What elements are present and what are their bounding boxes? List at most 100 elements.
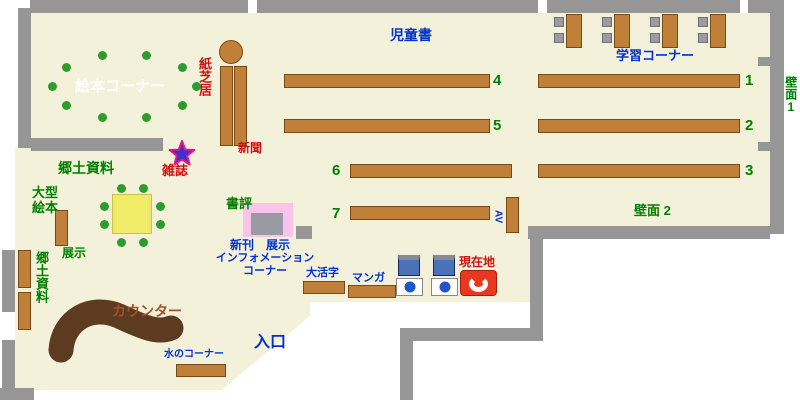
wall-segment xyxy=(31,138,163,151)
wall-segment xyxy=(2,340,15,388)
label-local-materials-top: 郷土資料 xyxy=(58,160,114,176)
reading-table xyxy=(112,194,152,234)
shelf-row-1 xyxy=(538,74,740,88)
counter-desk-shape xyxy=(48,299,184,363)
wall-segment xyxy=(758,142,770,151)
wall-segment xyxy=(0,388,34,400)
seat-dot xyxy=(62,101,71,110)
wall-segment xyxy=(547,0,740,13)
label-picture-book-corner: 絵本コーナー xyxy=(74,78,165,95)
current-location-arc-icon xyxy=(469,276,488,292)
seat-dot xyxy=(156,220,165,229)
label-new-books-display: 新刊 展示 xyxy=(230,238,291,252)
label-wall-2: 壁面 2 xyxy=(634,203,671,218)
copy-machine-dial xyxy=(439,281,450,293)
seat-dot xyxy=(156,202,165,211)
shelf-row-6 xyxy=(350,164,512,178)
copy-machine xyxy=(431,278,458,296)
seat-dot xyxy=(139,184,148,193)
wall-segment xyxy=(30,0,248,13)
large-print-shelf xyxy=(303,281,345,294)
seat-dot xyxy=(48,82,57,91)
label-entrance: 入口 xyxy=(254,334,287,351)
shelf-number-6: 6 xyxy=(332,162,341,179)
search-terminal xyxy=(398,255,420,276)
seat-dot xyxy=(178,63,187,72)
magazine-star-icon xyxy=(168,140,196,166)
study-desk xyxy=(614,14,630,48)
label-newspaper: 新聞 xyxy=(238,141,263,155)
study-desk xyxy=(566,14,582,48)
copy-machine-dial xyxy=(404,281,415,293)
wall-segment xyxy=(400,341,413,400)
study-chair xyxy=(602,33,612,43)
study-chair xyxy=(698,17,708,27)
local-materials-shelf xyxy=(18,292,31,330)
label-large-print: 大活字 xyxy=(306,267,339,279)
study-desk xyxy=(710,14,726,48)
display-case xyxy=(251,213,283,235)
shelf-number-1: 1 xyxy=(745,72,754,89)
wall-segment xyxy=(257,0,538,13)
label-exhibit: 展示 xyxy=(62,246,87,260)
shelf-row-7 xyxy=(350,206,490,220)
seat-dot xyxy=(192,82,201,91)
wall-segment xyxy=(758,57,770,66)
wall-segment xyxy=(528,226,770,239)
newspaper-shelf xyxy=(234,66,247,146)
study-chair xyxy=(698,33,708,43)
copy-machine xyxy=(396,278,423,296)
kamishibai-stool xyxy=(219,40,243,64)
seat-dot xyxy=(98,51,107,60)
wall-segment xyxy=(530,239,543,331)
seat-dot xyxy=(142,51,151,60)
label-book-review: 書評 xyxy=(226,196,253,211)
seat-dot xyxy=(117,238,126,247)
label-current-location: 現在地 xyxy=(459,255,496,269)
label-av: AV xyxy=(492,210,504,224)
av-shelf xyxy=(506,197,519,233)
label-water-corner: 水のコーナー xyxy=(164,349,224,360)
wall-segment xyxy=(770,8,784,234)
study-chair xyxy=(554,17,564,27)
seat-dot xyxy=(117,184,126,193)
seat-dot xyxy=(98,113,107,122)
local-materials-shelf xyxy=(18,250,31,288)
label-manga: マンガ xyxy=(352,272,385,284)
shelf-row-3 xyxy=(538,164,740,178)
shelf-row-5 xyxy=(284,119,490,133)
large-picture-book-shelf xyxy=(55,210,68,246)
shelf-number-5: 5 xyxy=(493,117,502,134)
study-chair xyxy=(650,17,660,27)
study-chair xyxy=(650,33,660,43)
label-study-corner: 学習コーナー xyxy=(616,48,695,63)
current-location-marker xyxy=(460,270,497,296)
water-corner-shelf xyxy=(176,364,226,377)
shelf-row-2 xyxy=(538,119,740,133)
label-wall-1: 壁面1 xyxy=(783,76,798,114)
study-desk xyxy=(662,14,678,48)
shelf-row-4 xyxy=(284,74,490,88)
seat-dot xyxy=(178,101,187,110)
shelf-number-4: 4 xyxy=(493,72,502,89)
shelf-number-3: 3 xyxy=(745,162,754,179)
seat-dot xyxy=(142,113,151,122)
study-chair xyxy=(602,17,612,27)
wall-segment xyxy=(400,328,543,341)
study-chair xyxy=(554,33,564,43)
label-counter: カウンター xyxy=(112,303,182,319)
shelf-number-7: 7 xyxy=(332,205,341,222)
shelf-number-2: 2 xyxy=(745,117,754,134)
seat-dot xyxy=(100,220,109,229)
label-large-picture-books: 大型絵本 xyxy=(32,185,59,215)
search-terminal xyxy=(433,255,455,276)
seat-dot xyxy=(100,202,109,211)
seat-dot xyxy=(139,238,148,247)
label-local-materials-left: 郷土資料 xyxy=(33,251,49,303)
wall-segment xyxy=(296,226,312,239)
kamishibai-shelf xyxy=(220,66,233,146)
wall-segment xyxy=(18,8,31,148)
manga-shelf xyxy=(348,285,396,298)
wall-segment xyxy=(2,250,15,312)
